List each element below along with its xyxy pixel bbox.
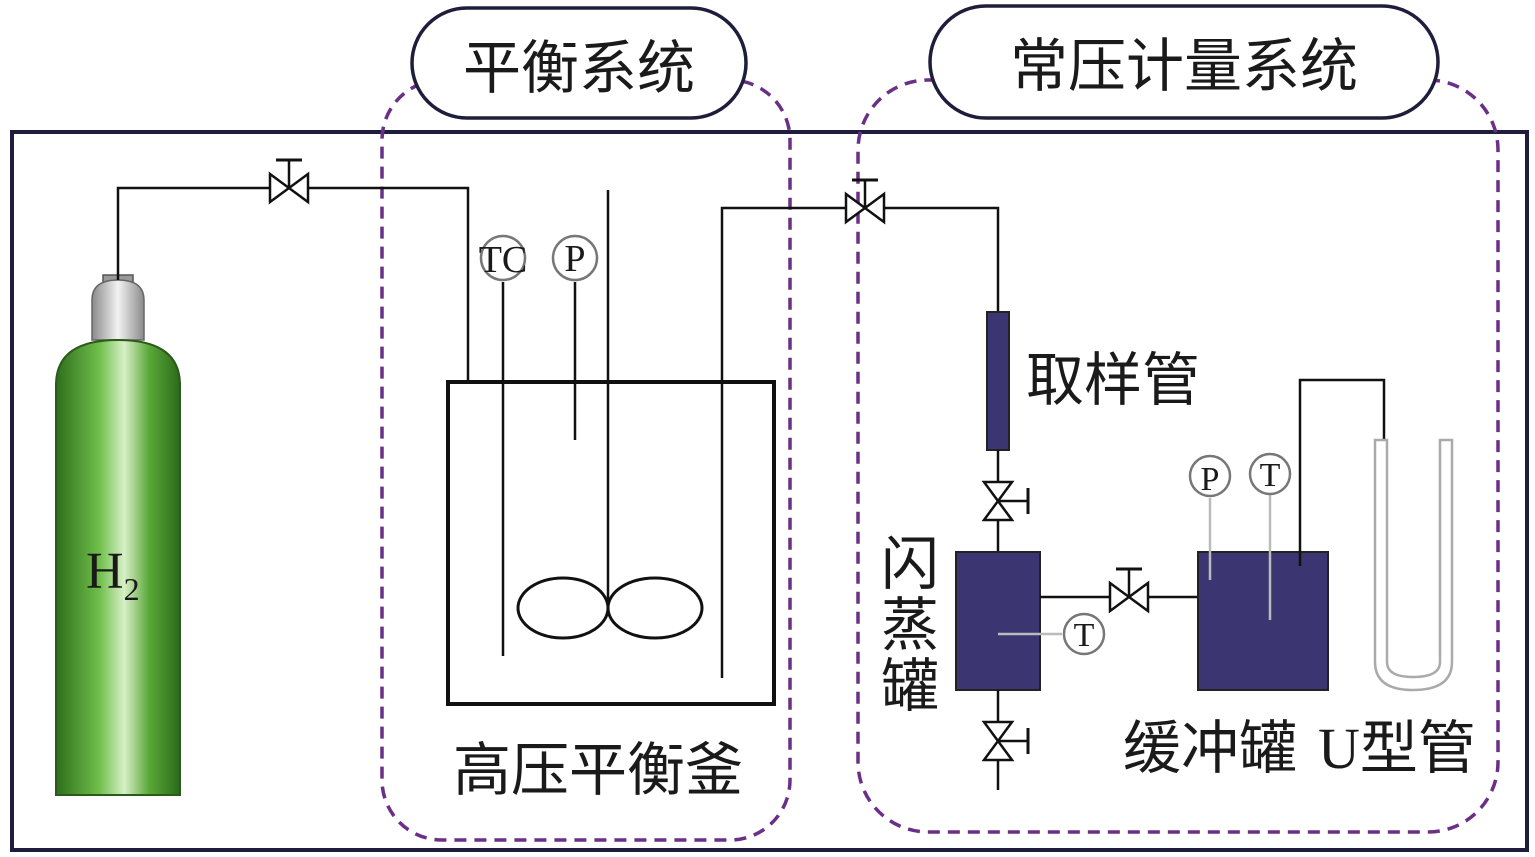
reactor-vessel bbox=[446, 380, 776, 706]
buffer-to-utube-pipe bbox=[1298, 378, 1386, 566]
flash-inlet-valve[interactable] bbox=[981, 480, 1030, 522]
reactor-pressure-label: P bbox=[564, 238, 585, 280]
sampling-tube-label: 取样管 bbox=[1026, 346, 1200, 414]
reactor-label: 高压平衡釜 bbox=[453, 736, 743, 804]
outlet-valve[interactable] bbox=[844, 178, 886, 225]
buffer-tank-label: 缓冲罐 bbox=[1123, 714, 1297, 782]
balance-system-label: 平衡系统 bbox=[463, 34, 695, 102]
buffer-pressure-label: P bbox=[1201, 461, 1220, 498]
buffer-inlet-valve[interactable] bbox=[1108, 567, 1150, 614]
atmospheric-system-label: 常压计量系统 bbox=[1010, 32, 1358, 100]
buffer-temp-label: T bbox=[1260, 457, 1281, 494]
flash-drain-valve[interactable] bbox=[981, 720, 1030, 762]
sampling-tube bbox=[986, 311, 1010, 451]
cylinder-body bbox=[55, 338, 181, 796]
reactor-pressure-gauge bbox=[551, 234, 599, 282]
flash-tank bbox=[955, 551, 1041, 691]
flash-temp-gauge bbox=[1062, 612, 1106, 656]
buffer-pressure-gauge bbox=[1188, 454, 1232, 498]
atmospheric-system-title: 常压计量系统 bbox=[928, 4, 1440, 120]
cylinder-label: H2 bbox=[86, 543, 140, 607]
balance-system-title: 平衡系统 bbox=[410, 6, 748, 120]
stirrer-blade-right bbox=[606, 576, 704, 640]
svg-text:蒸: 蒸 bbox=[881, 591, 939, 659]
u-tube bbox=[1373, 438, 1454, 692]
flash-temp-label: T bbox=[1074, 617, 1095, 654]
hydrogen-cylinder: H2 bbox=[55, 274, 181, 796]
buffer-temp-gauge bbox=[1248, 452, 1292, 496]
buffer-tank bbox=[1197, 551, 1329, 691]
cylinder-valve-cap bbox=[91, 279, 145, 341]
feed-valve[interactable] bbox=[268, 158, 310, 205]
thermocouple-label: TC bbox=[479, 239, 528, 281]
svg-text:罐: 罐 bbox=[881, 652, 939, 720]
flash-tank-label: 闪 蒸 罐 bbox=[881, 530, 939, 720]
stirrer-blade-left bbox=[516, 576, 610, 640]
outer-frame bbox=[10, 130, 1529, 852]
svg-text:闪: 闪 bbox=[881, 530, 939, 598]
u-tube-label: U型管 bbox=[1318, 716, 1476, 781]
thermocouple-gauge bbox=[479, 234, 527, 282]
